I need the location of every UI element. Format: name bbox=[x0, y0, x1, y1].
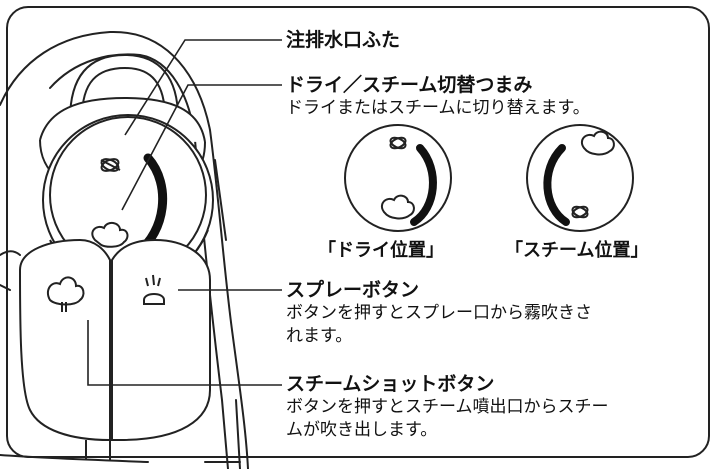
spray-button-label: スプレーボタン ボタンを押すとスプレー口から霧吹きさ れます。 bbox=[286, 278, 592, 348]
steam-shot-button-label: スチームショットボタン ボタンを押すとスチーム噴出口からスチー ムが吹き出します… bbox=[286, 372, 609, 442]
buttons-panel bbox=[18, 238, 211, 460]
spray-button-desc-line2: れます。 bbox=[286, 326, 353, 346]
spray-button-desc-line1: ボタンを押すとスプレー口から霧吹きさ bbox=[286, 303, 592, 323]
dry-position-label: 「ドライ位置」 bbox=[318, 240, 444, 261]
leader-lines bbox=[87, 39, 282, 386]
drain-cap-title: 注排水口ふた bbox=[286, 29, 401, 51]
steam-position-diagram bbox=[526, 124, 634, 232]
steam-shot-button-desc-line1: ボタンを押すとスチーム噴出口からスチー bbox=[286, 397, 609, 417]
drain-cap-label: 注排水口ふた bbox=[286, 28, 400, 52]
steam-shot-button-title: スチームショットボタン bbox=[286, 373, 495, 395]
dry-position-diagram bbox=[344, 124, 452, 232]
steam-shot-icon bbox=[46, 276, 85, 312]
iron-body bbox=[0, 30, 249, 469]
body-bottom-left bbox=[0, 454, 149, 463]
spray-icon bbox=[143, 274, 165, 305]
dry-no-steam-icon bbox=[100, 158, 121, 172]
dry-steam-knob-label: ドライ／スチーム切替つまみ ドライまたはスチームに切り替えます。 bbox=[286, 73, 590, 120]
spray-button-title: スプレーボタン bbox=[286, 279, 420, 301]
steam-position-label: 「スチーム位置」 bbox=[505, 240, 649, 261]
dry-steam-knob-desc: ドライまたはスチームに切り替えます。 bbox=[286, 98, 590, 118]
dry-steam-knob-title: ドライ／スチーム切替つまみ bbox=[286, 74, 533, 96]
steam-shot-button-desc-line2: ムが吹き出します。 bbox=[286, 420, 438, 440]
steam-cloud-icon bbox=[91, 222, 129, 248]
